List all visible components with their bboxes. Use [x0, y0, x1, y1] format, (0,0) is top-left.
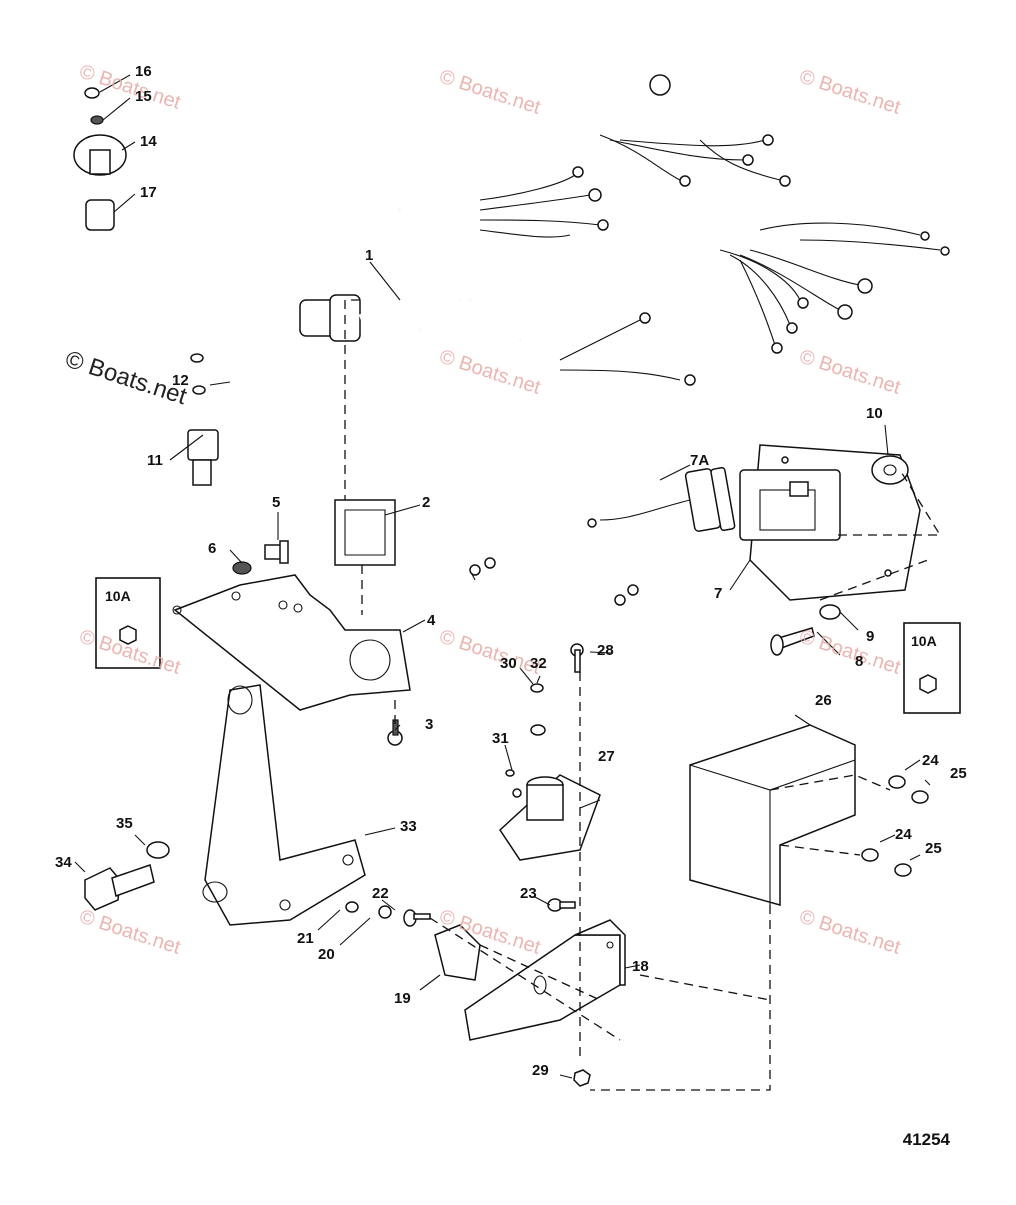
callout-34: 34: [55, 854, 72, 871]
callout-20: 20: [318, 946, 335, 963]
fitting-17: [85, 199, 115, 231]
callout-11: 11: [147, 452, 163, 469]
callout-16: 16: [135, 63, 152, 80]
callout-5: 5: [272, 494, 281, 511]
callout-32: 32: [530, 655, 547, 672]
screw-28: [570, 643, 584, 673]
callout-21: 21: [297, 930, 314, 947]
bracket-18: [464, 919, 626, 1041]
nut-10a-left: [119, 625, 137, 645]
sub-harness-7a: [464, 425, 736, 621]
callout-25a: 25: [950, 765, 967, 782]
callout-19: 19: [394, 990, 411, 1007]
nut-12-a: [190, 353, 204, 363]
document-number: 41254: [902, 1130, 950, 1149]
callout-35: 35: [116, 815, 133, 832]
callout-30: 30: [500, 655, 517, 672]
callout-28: 28: [597, 642, 614, 659]
nut-25a: [911, 790, 929, 804]
callout-1: 1: [365, 247, 374, 264]
nut-12-b: [192, 385, 206, 395]
box-10a-left: [95, 577, 161, 669]
callout-10a-right: 10A: [911, 633, 937, 649]
bracket-33: [202, 684, 366, 926]
spacer-10: [871, 455, 909, 485]
callout-3: 3: [425, 716, 434, 733]
leader-lines: [74, 74, 931, 1079]
solenoid-27: [499, 774, 601, 861]
callout-10: 10: [866, 405, 883, 422]
switch-14: [73, 134, 127, 176]
washer-24a: [888, 775, 906, 789]
nut-29: [573, 1069, 591, 1087]
bolt-34: [84, 864, 155, 911]
nut-25b: [894, 863, 912, 877]
callout-23: 23: [520, 885, 537, 902]
cover-26: [689, 724, 856, 906]
callout-7: 7: [714, 585, 723, 602]
bolt-5: [264, 540, 289, 564]
callout-24b: 24: [895, 826, 912, 843]
callout-31: 31: [492, 730, 509, 747]
callout-18: 18: [632, 958, 649, 975]
screw-23: [547, 898, 576, 912]
washer-6: [232, 561, 252, 575]
wiring-harness: [299, 71, 950, 386]
callout-14: 14: [140, 133, 157, 150]
callout-29: 29: [532, 1062, 549, 1079]
module-7: [739, 444, 921, 601]
callout-8: 8: [855, 653, 864, 670]
nut-15: [90, 115, 104, 125]
callout-22: 22: [372, 885, 389, 902]
callout-15: 15: [135, 88, 152, 105]
nut-16: [84, 87, 100, 99]
callout-25b: 25: [925, 840, 942, 857]
callout-12: 12: [172, 372, 189, 389]
nut-10a-right: [919, 674, 937, 694]
washer-9: [819, 604, 841, 620]
small-parts-30-32: [505, 683, 546, 777]
callout-27: 27: [598, 748, 615, 765]
bolt-8: [770, 627, 815, 656]
callout-24a: 24: [922, 752, 939, 769]
callout-6: 6: [208, 540, 217, 557]
grommet-2: [334, 499, 396, 566]
box-10a-right: [903, 622, 961, 714]
sender-11: [187, 429, 219, 486]
callout-4: 4: [427, 612, 436, 629]
callout-2: 2: [422, 494, 431, 511]
washer-24b: [861, 848, 879, 862]
fasteners-20-22: [345, 901, 431, 927]
bracket-4: [172, 574, 411, 711]
callout-10a-left: 10A: [105, 588, 131, 604]
callout-17: 17: [140, 184, 157, 201]
callout-33: 33: [400, 818, 417, 835]
callout-26: 26: [815, 692, 832, 709]
callout-7a: 7A: [690, 452, 710, 469]
switch-19: [434, 924, 481, 981]
callout-9: 9: [866, 628, 875, 645]
washer-35: [146, 841, 170, 859]
assembly-lines: [344, 299, 942, 1091]
